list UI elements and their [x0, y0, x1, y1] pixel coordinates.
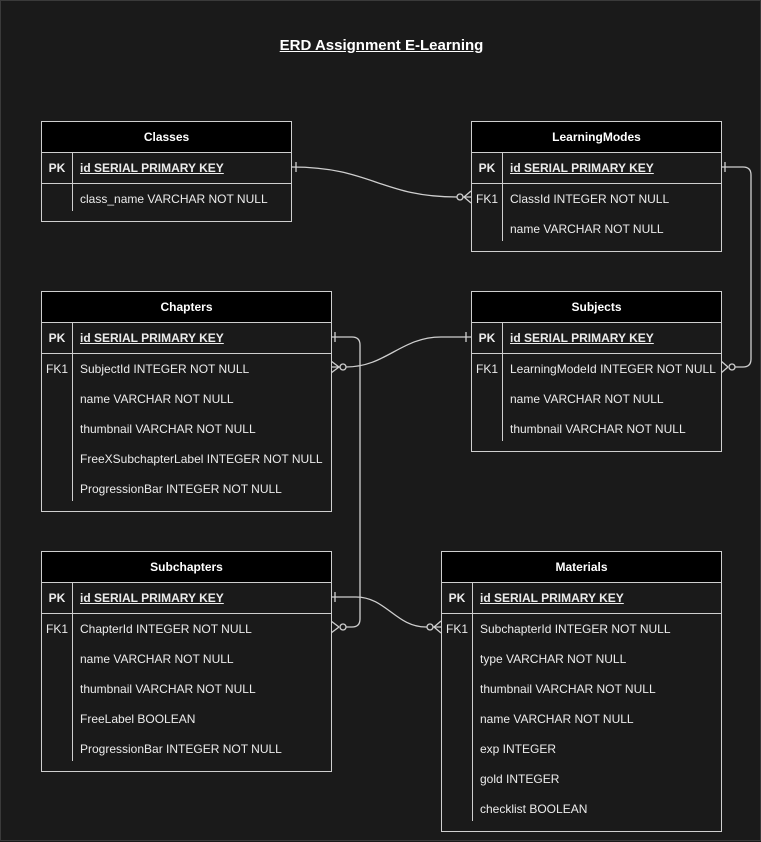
table-row[interactable]: exp INTEGER: [442, 734, 721, 764]
key-label: PK: [48, 331, 66, 345]
table-row[interactable]: thumbnail VARCHAR NOT NULL: [472, 414, 721, 444]
entity-learningmodes[interactable]: LearningModes PK id SERIAL PRIMARY KEY FK…: [471, 121, 722, 252]
table-row[interactable]: FK1 SubchapterId INTEGER NOT NULL: [442, 614, 721, 644]
rel-subjects-chapters: [330, 332, 471, 374]
attribute: id SERIAL PRIMARY KEY: [80, 591, 224, 605]
table-row[interactable]: FreeXSubchapterLabel INTEGER NOT NULL: [42, 444, 331, 474]
table-row[interactable]: PK id SERIAL PRIMARY KEY: [42, 583, 331, 614]
attribute: thumbnail VARCHAR NOT NULL: [80, 682, 256, 696]
key-column-divider: [72, 322, 73, 501]
entity-header: Subchapters: [42, 552, 331, 583]
table-row[interactable]: thumbnail VARCHAR NOT NULL: [42, 674, 331, 704]
entity-subchapters[interactable]: Subchapters PK id SERIAL PRIMARY KEY FK1 C…: [41, 551, 332, 772]
key-label: FK1: [45, 362, 68, 376]
attribute: ProgressionBar INTEGER NOT NULL: [80, 742, 282, 756]
table-row[interactable]: PK id SERIAL PRIMARY KEY: [442, 583, 721, 614]
table-row[interactable]: FreeLabel BOOLEAN: [42, 704, 331, 734]
entity-subjects[interactable]: Subjects PK id SERIAL PRIMARY KEY FK1 Lear…: [471, 291, 722, 452]
key-label: PK: [478, 331, 496, 345]
attribute: thumbnail VARCHAR NOT NULL: [80, 422, 256, 436]
attribute: LearningModeId INTEGER NOT NULL: [510, 362, 716, 376]
key-column-divider: [72, 152, 73, 211]
key-label: FK1: [45, 622, 68, 636]
table-row[interactable]: PK id SERIAL PRIMARY KEY: [42, 153, 291, 184]
attribute: FreeXSubchapterLabel INTEGER NOT NULL: [80, 452, 323, 466]
entity-header: Subjects: [472, 292, 721, 323]
attribute: name VARCHAR NOT NULL: [510, 222, 664, 236]
key-label: FK1: [445, 622, 468, 636]
attribute: name VARCHAR NOT NULL: [80, 392, 234, 406]
attribute: id SERIAL PRIMARY KEY: [510, 331, 654, 345]
attribute: SubchapterId INTEGER NOT NULL: [480, 622, 671, 636]
table-row[interactable]: ProgressionBar INTEGER NOT NULL: [42, 734, 331, 764]
attribute: FreeLabel BOOLEAN: [80, 712, 196, 726]
entity-materials[interactable]: Materials PK id SERIAL PRIMARY KEY FK1 Sub…: [441, 551, 722, 832]
key-label: PK: [478, 161, 496, 175]
entity-chapters[interactable]: Chapters PK id SERIAL PRIMARY KEY FK1 Subj…: [41, 291, 332, 512]
table-row[interactable]: type VARCHAR NOT NULL: [442, 644, 721, 674]
rel-classes-learningmodes: [291, 162, 472, 204]
table-row[interactable]: name VARCHAR NOT NULL: [442, 704, 721, 734]
rel-subchapters-materials: [331, 592, 442, 634]
attribute: thumbnail VARCHAR NOT NULL: [510, 422, 686, 436]
table-row[interactable]: name VARCHAR NOT NULL: [42, 644, 331, 674]
diagram-title: ERD Assignment E-Learning: [279, 37, 484, 54]
key-label: PK: [448, 591, 466, 605]
key-label: PK: [48, 161, 66, 175]
attribute: ProgressionBar INTEGER NOT NULL: [80, 482, 282, 496]
entity-header: Classes: [42, 122, 291, 153]
attribute: thumbnail VARCHAR NOT NULL: [480, 682, 656, 696]
key-label: FK1: [475, 362, 498, 376]
attribute: gold INTEGER: [480, 772, 560, 786]
attribute: class_name VARCHAR NOT NULL: [80, 192, 268, 206]
attribute: ClassId INTEGER NOT NULL: [510, 192, 670, 206]
attribute: checklist BOOLEAN: [480, 802, 588, 816]
table-row[interactable]: PK id SERIAL PRIMARY KEY: [472, 153, 721, 184]
table-row[interactable]: PK id SERIAL PRIMARY KEY: [472, 323, 721, 354]
entity-header: Chapters: [42, 292, 331, 323]
table-row[interactable]: thumbnail VARCHAR NOT NULL: [442, 674, 721, 704]
table-row[interactable]: name VARCHAR NOT NULL: [472, 384, 721, 414]
rel-chapters-subchapters: [330, 332, 361, 634]
attribute: id SERIAL PRIMARY KEY: [80, 331, 224, 345]
attribute: SubjectId INTEGER NOT NULL: [80, 362, 250, 376]
attribute: name VARCHAR NOT NULL: [510, 392, 664, 406]
key-label: PK: [48, 591, 66, 605]
table-row[interactable]: name VARCHAR NOT NULL: [472, 214, 721, 244]
attribute: type VARCHAR NOT NULL: [480, 652, 627, 666]
entity-classes[interactable]: Classes PK id SERIAL PRIMARY KEY class_na…: [41, 121, 292, 222]
table-row[interactable]: FK1 ChapterId INTEGER NOT NULL: [42, 614, 331, 644]
table-row[interactable]: ProgressionBar INTEGER NOT NULL: [42, 474, 331, 504]
table-row[interactable]: gold INTEGER: [442, 764, 721, 794]
entity-header: LearningModes: [472, 122, 721, 153]
table-row[interactable]: PK id SERIAL PRIMARY KEY: [42, 323, 331, 354]
table-row[interactable]: FK1 SubjectId INTEGER NOT NULL: [42, 354, 331, 384]
attribute: id SERIAL PRIMARY KEY: [510, 161, 654, 175]
table-row[interactable]: FK1 ClassId INTEGER NOT NULL: [472, 184, 721, 214]
key-label: FK1: [475, 192, 498, 206]
attribute: id SERIAL PRIMARY KEY: [80, 161, 224, 175]
table-row[interactable]: class_name VARCHAR NOT NULL: [42, 184, 291, 214]
key-column-divider: [472, 582, 473, 821]
key-column-divider: [502, 322, 503, 441]
attribute: id SERIAL PRIMARY KEY: [480, 591, 624, 605]
table-row[interactable]: FK1 LearningModeId INTEGER NOT NULL: [472, 354, 721, 384]
rel-learningmodes-subjects: [720, 162, 752, 374]
attribute: ChapterId INTEGER NOT NULL: [80, 622, 252, 636]
table-row[interactable]: thumbnail VARCHAR NOT NULL: [42, 414, 331, 444]
entity-header: Materials: [442, 552, 721, 583]
key-column-divider: [502, 152, 503, 241]
attribute: name VARCHAR NOT NULL: [80, 652, 234, 666]
table-row[interactable]: checklist BOOLEAN: [442, 794, 721, 824]
key-column-divider: [72, 582, 73, 761]
attribute: exp INTEGER: [480, 742, 557, 756]
table-row[interactable]: name VARCHAR NOT NULL: [42, 384, 331, 414]
attribute: name VARCHAR NOT NULL: [480, 712, 634, 726]
